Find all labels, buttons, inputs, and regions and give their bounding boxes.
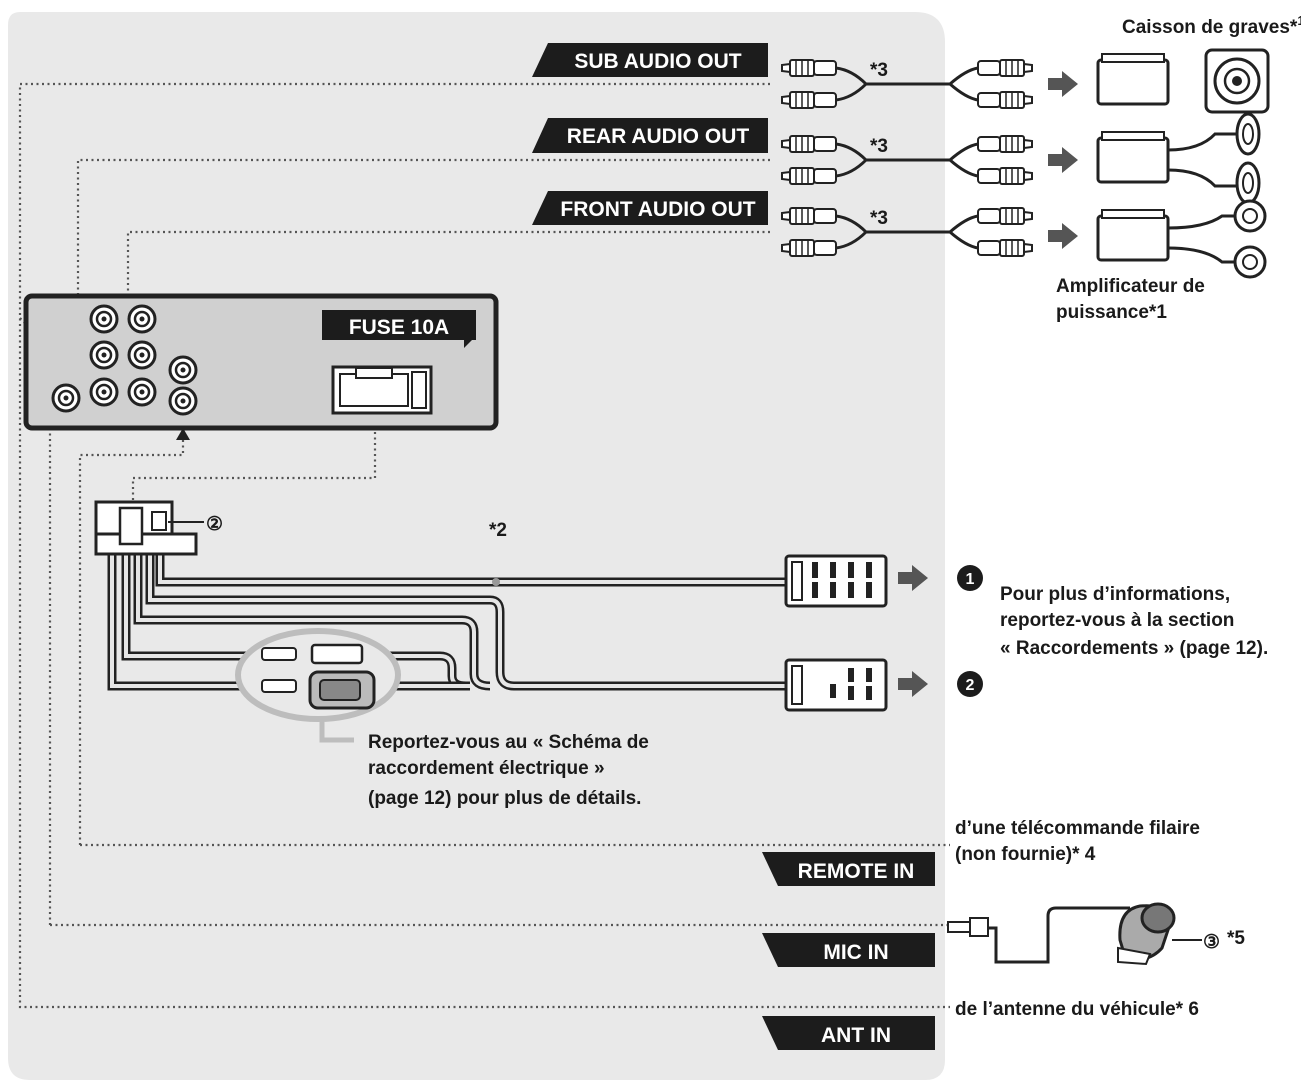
note-subwoofer: Caisson de graves*1 — [1122, 13, 1301, 38]
info-line-1: Pour plus d’informations, — [1000, 584, 1230, 605]
label-front-audio-out: FRONT AUDIO OUT — [532, 191, 768, 225]
svg-text:2: 2 — [966, 677, 975, 694]
microphone-icon — [947, 902, 1202, 966]
label-ant-in: ANT IN — [762, 1016, 935, 1050]
svg-text:MIC IN: MIC IN — [823, 941, 888, 964]
svg-text:REAR AUDIO OUT: REAR AUDIO OUT — [567, 125, 750, 148]
rca-cable-sub — [781, 48, 1270, 114]
rca-cable-front — [781, 199, 1267, 279]
wiring-harness — [94, 500, 790, 691]
label-fuse: FUSE 10A — [322, 310, 476, 348]
svg-text:FRONT AUDIO OUT: FRONT AUDIO OUT — [560, 198, 755, 221]
bullet-1: 1 — [957, 565, 983, 591]
ref-3-front: *3 — [870, 208, 888, 229]
svg-text:ANT IN: ANT IN — [821, 1024, 891, 1047]
label-rear-audio-out: REAR AUDIO OUT — [532, 118, 768, 153]
wiring-note-1: Reportez-vous au « Schéma de — [368, 732, 649, 753]
callout-connectors — [235, 628, 401, 743]
connector-1 — [784, 554, 928, 608]
label-remote-in: REMOTE IN — [762, 852, 935, 886]
svg-text:1: 1 — [966, 571, 975, 588]
label-sub-audio-out: SUB AUDIO OUT — [532, 43, 768, 77]
ref-3-rear: *3 — [870, 136, 888, 157]
svg-text:FUSE 10A: FUSE 10A — [349, 316, 449, 339]
callout-3: ③ — [1203, 932, 1220, 953]
ref-2: *2 — [489, 520, 507, 541]
info-line-2: reportez-vous à la section — [1000, 610, 1234, 631]
note-amplifier-2: puissance*1 — [1056, 302, 1167, 323]
ref-5: *5 — [1227, 928, 1245, 949]
svg-text:REMOTE IN: REMOTE IN — [798, 860, 915, 883]
unit-panel — [8, 12, 945, 1080]
note-amplifier-1: Amplificateur de — [1056, 276, 1205, 297]
rca-cable-rear — [781, 112, 1261, 205]
svg-text:SUB AUDIO OUT: SUB AUDIO OUT — [574, 50, 741, 73]
connector-2 — [784, 658, 928, 712]
bullet-2: 2 — [957, 671, 983, 697]
remote-note-1: d’une télécommande filaire — [955, 818, 1200, 839]
wiring-note-2: raccordement électrique » — [368, 758, 605, 779]
label-mic-in: MIC IN — [762, 933, 935, 967]
wiring-note-3: (page 12) pour plus de détails. — [368, 788, 641, 809]
antenna-note: de l’antenne du véhicule* 6 — [955, 999, 1199, 1020]
remote-note-2: (non fournie)* 4 — [955, 844, 1096, 865]
callout-2: ② — [206, 514, 223, 535]
info-line-3: « Raccordements » (page 12). — [1000, 638, 1268, 659]
ref-3-sub: *3 — [870, 60, 888, 81]
